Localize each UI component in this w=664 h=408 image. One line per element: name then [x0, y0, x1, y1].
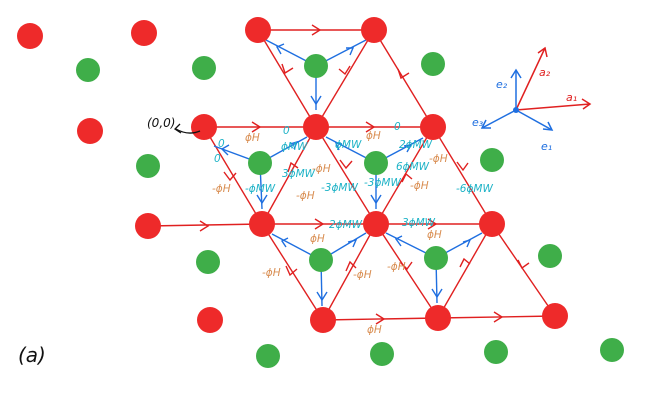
flux-label: 3ϕMW	[282, 168, 316, 180]
red-site	[425, 305, 451, 331]
flux-label: -ϕH	[262, 267, 281, 279]
green-site	[484, 340, 508, 364]
green-site	[196, 250, 220, 274]
green-site	[480, 148, 504, 172]
red-site	[245, 17, 271, 43]
red-site	[542, 303, 568, 329]
flux-label: -ϕMW	[245, 183, 276, 195]
flux-label: -3ϕMW	[321, 182, 358, 194]
red-site	[363, 211, 389, 237]
flux-label: 0	[214, 153, 221, 165]
red-site	[131, 20, 157, 46]
red-site	[249, 211, 275, 237]
red-site	[479, 211, 505, 237]
origin-arrow	[175, 128, 201, 134]
red-bond-arrows	[199, 24, 530, 325]
red-site	[303, 114, 329, 140]
green-site	[600, 338, 624, 362]
flux-label: -3ϕMW	[364, 177, 401, 189]
red-site	[17, 23, 43, 49]
flux-label: 2ϕMW	[399, 139, 433, 151]
flux-label: -ϕH	[312, 163, 331, 175]
flux-label: ϕH	[366, 130, 381, 142]
red-site	[361, 17, 387, 43]
flux-label: ϕH	[367, 324, 382, 336]
green-site	[304, 54, 328, 78]
flux-label: ϕMW	[335, 139, 362, 151]
green-site	[424, 246, 448, 270]
blue-bond-arrows	[220, 43, 472, 302]
flux-label: ϕH	[427, 229, 442, 241]
flux-label: -ϕH	[429, 153, 448, 165]
flux-label: ϕH	[245, 132, 260, 144]
flux-label: -ϕH	[410, 180, 429, 192]
flux-label: -ϕH	[387, 261, 406, 273]
flux-label: -6ϕMW	[456, 183, 493, 195]
red-site	[310, 307, 336, 333]
green-site	[421, 52, 445, 76]
flux-label: 0	[283, 125, 290, 137]
flux-label: 0	[218, 138, 225, 150]
flux-label: 2ϕMW	[329, 219, 363, 231]
green-site	[364, 151, 388, 175]
red-site	[77, 118, 103, 144]
green-site	[76, 58, 100, 82]
green-site	[256, 344, 280, 368]
e1-arrow	[515, 109, 553, 131]
flux-label: ϕH	[310, 233, 325, 245]
origin-label: (0,0)	[147, 116, 175, 130]
green-site	[248, 151, 272, 175]
red-site	[135, 213, 161, 239]
a2-label: a₂	[539, 66, 551, 79]
origin-arrowhead	[173, 123, 182, 134]
red-site	[197, 307, 223, 333]
red-site	[191, 114, 217, 140]
flux-label: 3ϕMW	[402, 217, 436, 229]
green-site	[192, 56, 216, 80]
green-site	[370, 342, 394, 366]
green-site	[136, 154, 160, 178]
panel-label: (a)	[18, 343, 46, 367]
flux-label: 6ϕMW	[396, 161, 430, 173]
a1-label: a₁	[566, 91, 577, 104]
axes-origin-dot	[513, 107, 519, 113]
flux-label: -ϕH	[212, 183, 231, 195]
green-site	[309, 248, 333, 272]
red-sites	[17, 17, 568, 333]
flux-label: 0	[394, 121, 401, 133]
e1-label: e₁	[541, 140, 552, 153]
green-site	[538, 244, 562, 268]
e2-label: e₂	[496, 78, 508, 91]
a2-arrow	[515, 47, 546, 111]
red-site	[420, 114, 446, 140]
cyan-flux-labels: 0 0 0 ϕMW ϕMW 2ϕMW 0 6ϕMW -ϕMW 3ϕMW -3ϕM…	[214, 121, 493, 231]
red-bonds	[147, 29, 556, 321]
flux-label: ϕMW	[281, 141, 308, 153]
e3-label: e₃	[472, 116, 484, 129]
a1-arrow	[515, 103, 591, 111]
e3-arrow	[481, 109, 517, 129]
flux-label: -ϕH	[353, 269, 372, 281]
axes-legend: a₁ a₂ e₁ e₂ e₃	[472, 46, 592, 153]
orange-flux-labels: ϕH ϕH -ϕH -ϕH -ϕH -ϕH -ϕH ϕH ϕH -ϕH -ϕH …	[212, 130, 448, 336]
green-sites	[76, 52, 624, 368]
flux-label: -ϕH	[296, 190, 315, 202]
